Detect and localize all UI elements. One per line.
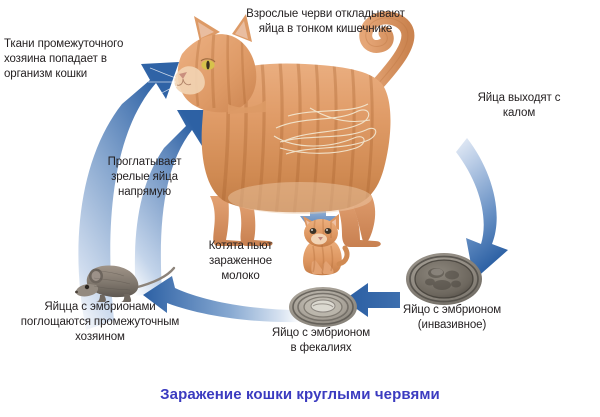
label-adult-worms: Взрослые черви откладывают яйца в тонком… bbox=[246, 8, 405, 35]
label-eggs-out-feces: Яйца выходят с калом bbox=[477, 92, 561, 119]
arrow-eggs-out-of-cat bbox=[456, 138, 508, 280]
label-egg-in-feces: Яйцо с эмбрионом в фекалиях bbox=[271, 327, 371, 354]
label-swallows-mature-eggs: Проглатывает зрелые яйца напрямую bbox=[107, 156, 182, 198]
arrow-invasive-egg-to-feces-egg bbox=[344, 283, 400, 317]
label-tissue-intermediate-host: Ткани промежуточного хозяина попадает в … bbox=[4, 38, 124, 80]
egg-in-feces-figure bbox=[289, 287, 357, 327]
label-kittens-drink-milk: Котята пьют зараженное молоко bbox=[208, 240, 273, 282]
adult-cat-figure bbox=[148, 11, 415, 247]
diagram-caption: Заражение кошки круглыми червями bbox=[160, 386, 440, 403]
roundworms-in-intestine bbox=[273, 103, 377, 155]
label-eggs-absorbed-by-host: Яйцца с эмбрионами поглощаются промежуто… bbox=[20, 301, 180, 343]
arrow-swallow-eggs-to-cat bbox=[134, 110, 213, 296]
mouse-figure bbox=[75, 265, 176, 302]
label-egg-invasive: Яйцо с эмбрионом (инвазивное) bbox=[402, 304, 502, 331]
kitten-figure bbox=[303, 214, 350, 276]
invasive-egg-figure bbox=[406, 253, 482, 305]
arrow-tissue-to-cat bbox=[78, 62, 179, 330]
arrow-feces-egg-to-mouse bbox=[143, 276, 300, 323]
